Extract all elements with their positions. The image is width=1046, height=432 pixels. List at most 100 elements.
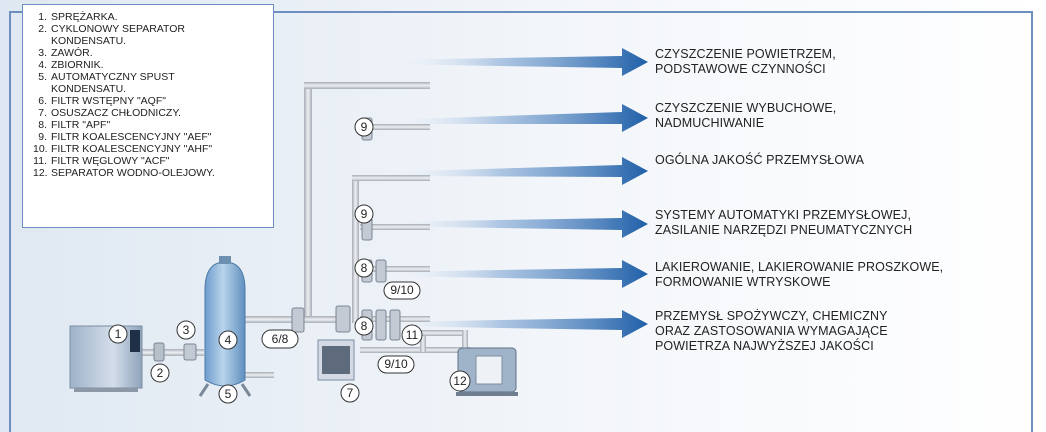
legend-item-text: FILTR WĘGLOWY "ACF" — [51, 155, 170, 167]
legend-item-text: OSUSZACZ CHŁODNICZY. — [51, 107, 181, 119]
outer-frame — [9, 11, 1033, 432]
application-label-2: CZYSZCZENIE WYBUCHOWE, NADMUCHIWANIE — [655, 101, 836, 131]
app-1-line-1: CZYSZCZENIE POWIETRZEM, — [655, 47, 836, 61]
legend-item: 4. ZBIORNIK. — [33, 59, 267, 71]
legend-item-number: 6. — [38, 95, 47, 107]
app-4-line-2: ZASILANIE NARZĘDZI PNEUMATYCZNYCH — [655, 223, 913, 237]
callout-2: 2 — [150, 363, 170, 383]
refrigerated-dryer — [317, 339, 355, 381]
svg-text:8: 8 — [361, 261, 368, 275]
callout-9-10a: 9/10 — [383, 281, 421, 300]
legend-item-text: FILTR KOALESCENCYJNY "AHF" — [51, 143, 213, 155]
callout-7: 7 — [340, 383, 360, 403]
callout-4: 4 — [218, 330, 238, 350]
arrow-6 — [380, 310, 648, 338]
callout-11: 11 — [401, 324, 423, 346]
legend-item-text: ZAWÓR. — [51, 47, 93, 59]
compressor-unit — [69, 325, 143, 392]
svg-text:4: 4 — [225, 333, 232, 347]
receiver-tank — [198, 256, 252, 397]
application-label-1: CZYSZCZENIE POWIETRZEM, PODSTAWOWE CZYNN… — [655, 47, 836, 77]
callout-6-8: 6/8 — [261, 329, 299, 349]
app-4-line-1: SYSTEMY AUTOMATYKI PRZEMYSŁOWEJ, — [655, 208, 912, 222]
callout-12: 12 — [449, 370, 471, 392]
legend-item: 10.FILTR KOALESCENCYJNY "AHF" — [33, 143, 267, 155]
callout-9a: 9 — [354, 117, 374, 137]
svg-text:12: 12 — [453, 374, 467, 388]
svg-text:8: 8 — [361, 319, 368, 333]
svg-text:9: 9 — [361, 207, 368, 221]
legend-item-number: 2. — [38, 23, 47, 35]
app-1-line-2: PODSTAWOWE CZYNNOŚCI — [655, 62, 826, 76]
svg-text:6/8: 6/8 — [272, 332, 289, 346]
legend-item: 7. OSUSZACZ CHŁODNICZY. — [33, 107, 267, 119]
callout-8a: 8 — [354, 258, 374, 278]
legend-item-number: 11. — [33, 155, 47, 167]
piping — [132, 82, 470, 378]
application-label-3: OGÓLNA JAKOŚĆ PRZEMYSŁOWA — [655, 153, 864, 168]
legend-item-number: 7. — [38, 107, 47, 119]
application-label-4: SYSTEMY AUTOMATYKI PRZEMYSŁOWEJ, ZASILAN… — [655, 208, 912, 238]
legend-item: 1. SPRĘŻARKA. — [33, 11, 267, 23]
app-3-line-1: OGÓLNA JAKOŚĆ PRZEMYSŁOWA — [655, 153, 865, 167]
callout-8b: 8 — [354, 316, 374, 336]
svg-text:2: 2 — [157, 366, 164, 380]
oil-water-separator — [456, 347, 518, 396]
app-5-line-1: LAKIEROWANIE, LAKIEROWANIE PROSZKOWE, — [655, 260, 944, 274]
app-6-line-3: POWIETRZA NAJWYŻSZEJ JAKOŚCI — [655, 339, 874, 353]
legend-item-number: 8. — [38, 119, 47, 131]
callout-9-10b: 9/10 — [377, 355, 415, 374]
callout-1: 1 — [108, 324, 128, 344]
application-label-6: PRZEMYSŁ SPOŻYWCZY, CHEMICZNY ORAZ ZASTO… — [655, 309, 888, 354]
svg-text:5: 5 — [225, 387, 232, 401]
legend-item: 6.FILTR WSTĘPNY "AQF" — [33, 95, 267, 107]
legend-item-text: FILTR KOALESCENCYJNY "AEF" — [51, 131, 212, 143]
application-label-5: LAKIEROWANIE, LAKIEROWANIE PROSZKOWE, FO… — [655, 260, 943, 290]
legend-item-number: 3. — [38, 47, 47, 59]
legend-item-text: AUTOMATYCZNY SPUST — [51, 71, 175, 83]
legend-item-text: ZBIORNIK. — [51, 59, 104, 71]
svg-text:9/10: 9/10 — [384, 357, 408, 371]
app-2-line-1: CZYSZCZENIE WYBUCHOWE, — [655, 101, 837, 115]
arrow-1 — [380, 48, 648, 76]
legend-item-number: 10. — [33, 143, 48, 155]
legend-item-continuation: KONDENSATU. — [51, 83, 127, 95]
legend-item-text: CYKLONOWY SEPARATOR — [51, 23, 186, 35]
legend-item-number: 9. — [38, 131, 47, 143]
arrow-3 — [380, 157, 648, 185]
legend-item: 8. FILTR "APF" — [33, 119, 267, 131]
svg-text:9: 9 — [361, 120, 368, 134]
legend-item: 11. FILTR WĘGLOWY "ACF" — [33, 155, 267, 167]
svg-text:7: 7 — [347, 386, 354, 400]
legend-item-text: FILTR "APF" — [51, 119, 111, 131]
legend-item-continuation: KONDENSATU. — [51, 35, 127, 47]
callout-3: 3 — [176, 320, 196, 340]
callout-5: 5 — [218, 384, 238, 404]
svg-text:1: 1 — [115, 327, 122, 341]
svg-text:11: 11 — [406, 328, 419, 342]
application-arrows — [380, 48, 648, 338]
svg-text:3: 3 — [183, 323, 190, 337]
component-callouts: 1 2 3 4 5 6/8 7 9 9 8 8 9/10 9/10 11 12 — [108, 117, 471, 404]
arrow-2 — [380, 104, 648, 132]
app-6-line-2: ORAZ ZASTOSOWANIA WYMAGAJĄCE — [655, 324, 888, 338]
app-2-line-2: NADMUCHIWANIE — [655, 116, 765, 130]
svg-text:9/10: 9/10 — [390, 283, 414, 297]
legend-item-number: 5. — [38, 71, 47, 83]
legend-item-number: 4. — [38, 59, 47, 71]
app-5-line-2: FORMOWANIE WTRYSKOWE — [655, 275, 831, 289]
app-6-line-1: PRZEMYSŁ SPOŻYWCZY, CHEMICZNY — [655, 309, 888, 323]
legend-item-text: SPRĘŻARKA. — [51, 11, 118, 23]
legend-item: 3. ZAWÓR. — [33, 47, 267, 59]
legend-item-text: SEPARATOR WODNO-OLEJOWY. — [51, 167, 215, 179]
legend-item-number: 1. — [38, 11, 47, 23]
arrow-5 — [380, 260, 648, 288]
legend-item-number: 12. — [33, 167, 48, 179]
legend-item: 12.SEPARATOR WODNO-OLEJOWY. — [33, 167, 267, 179]
arrow-4 — [380, 210, 648, 238]
